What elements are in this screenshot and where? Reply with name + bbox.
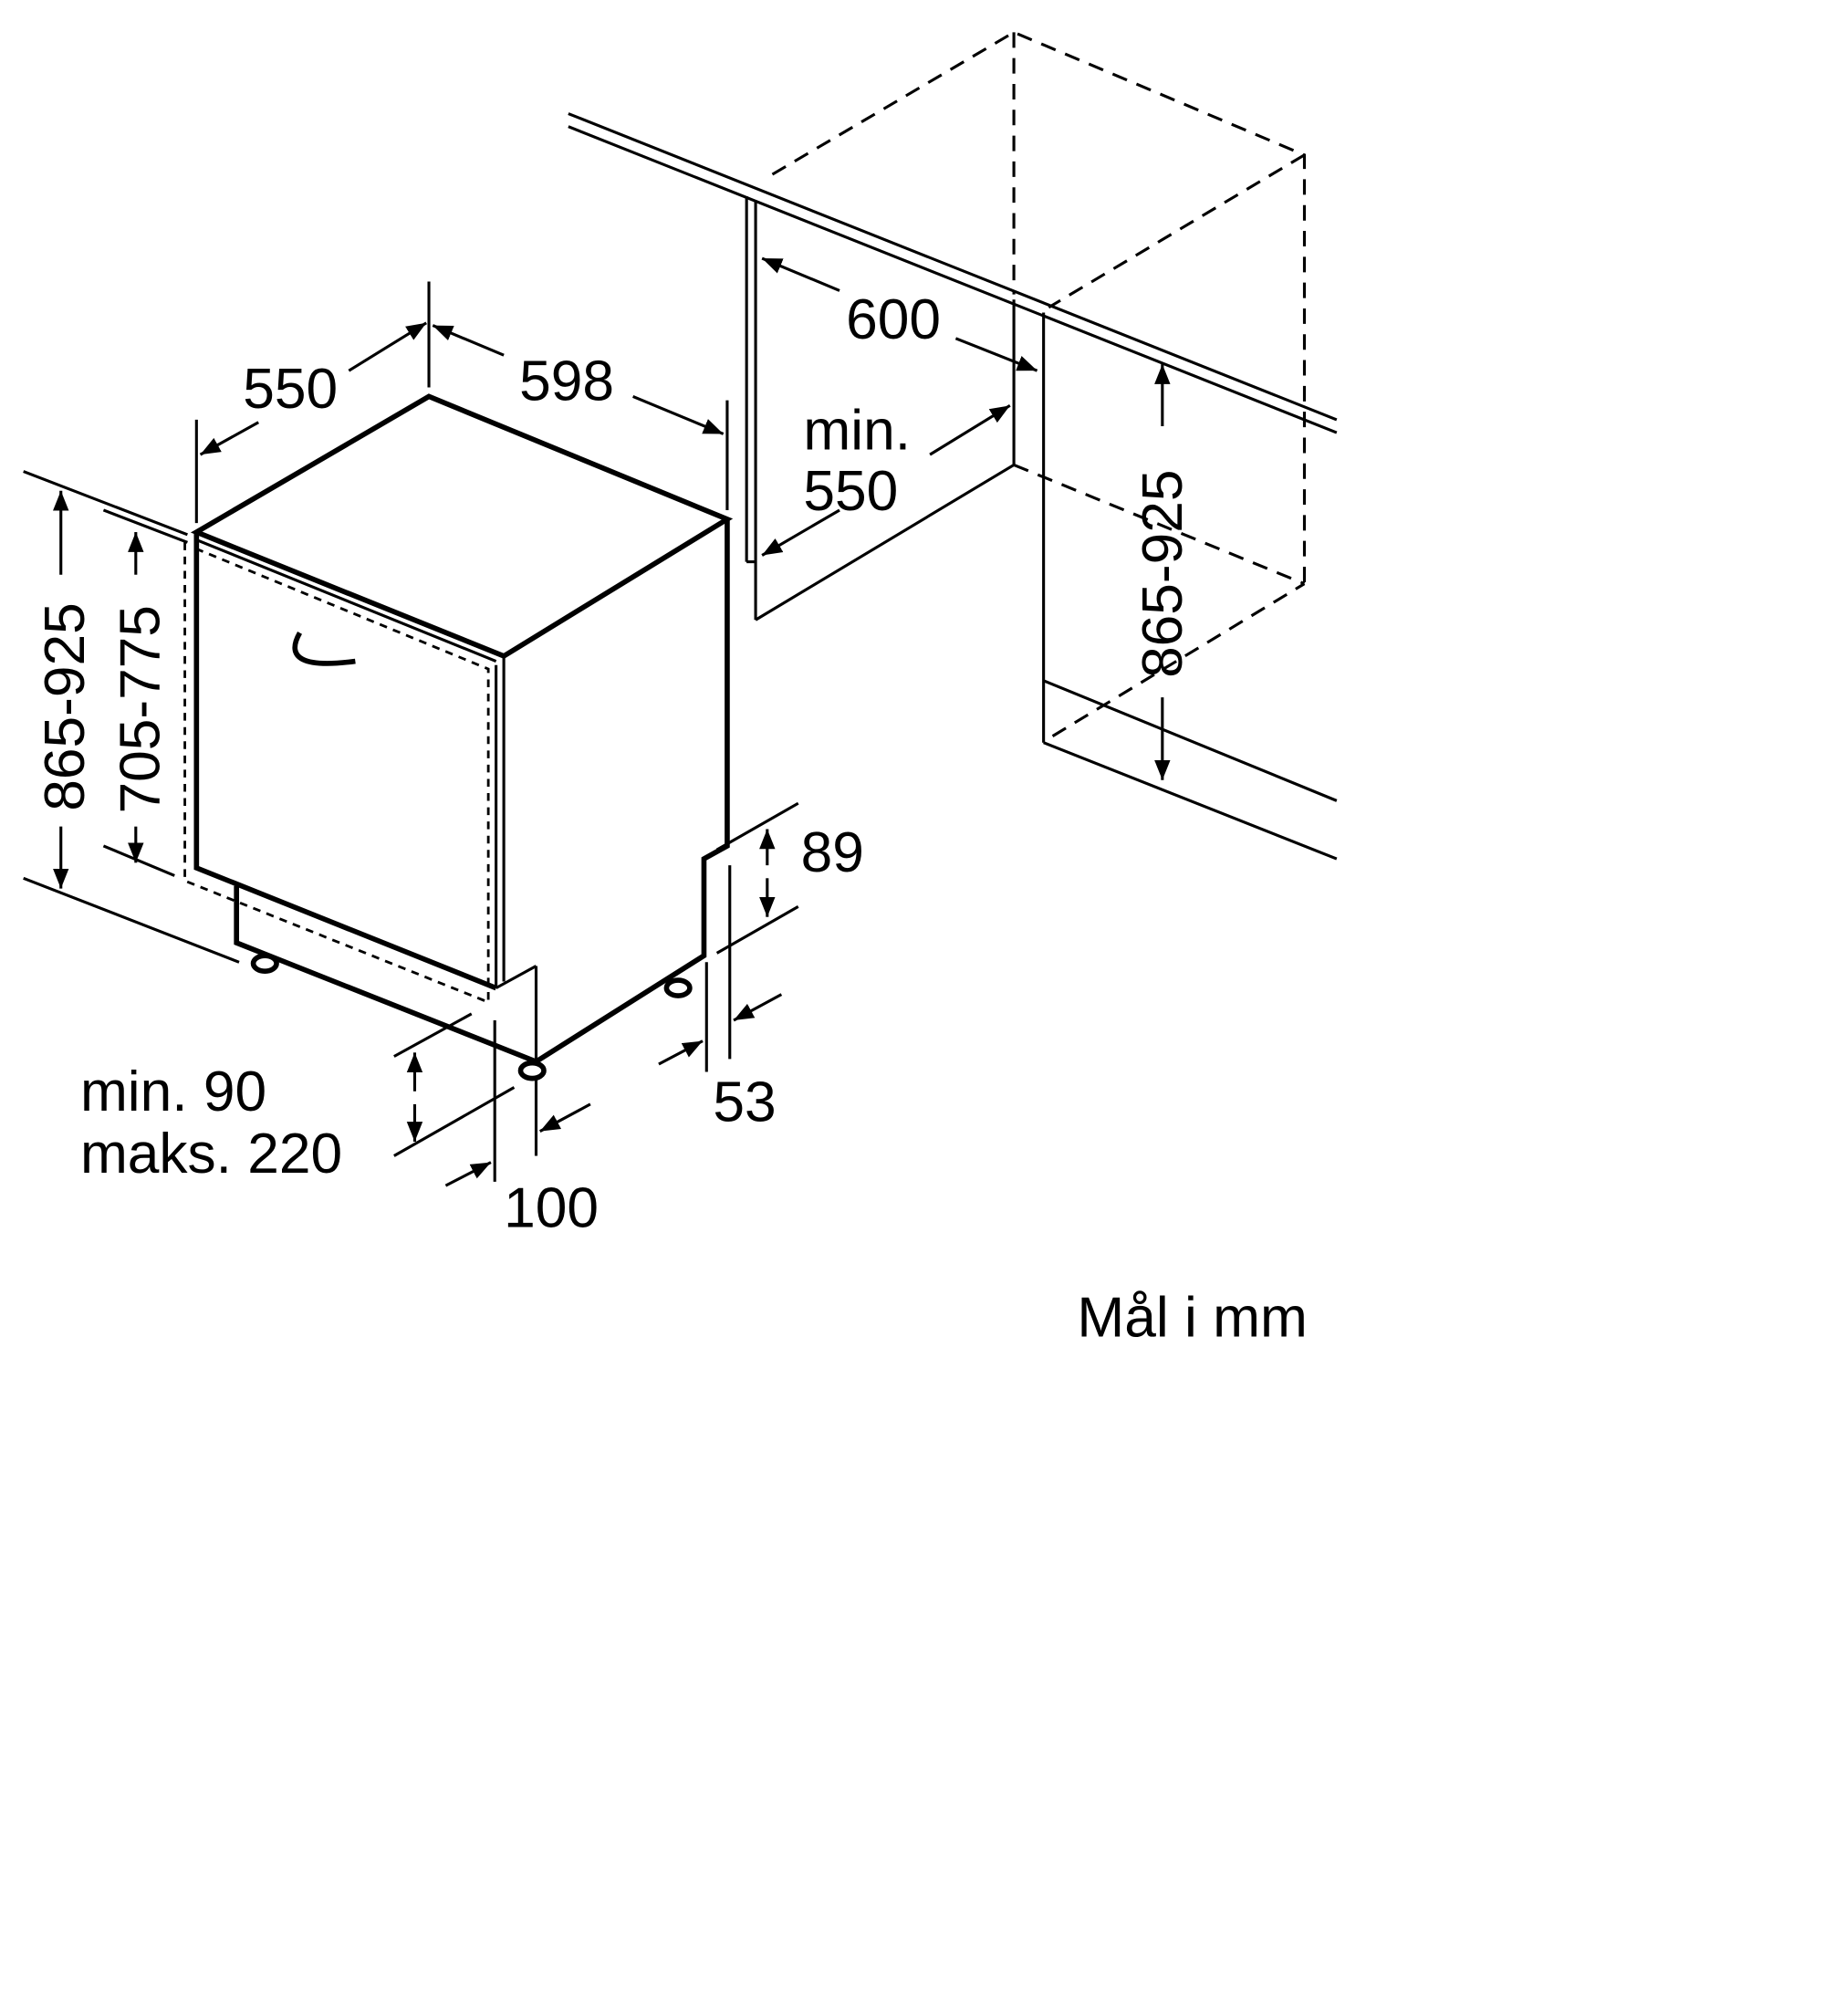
foot-icon bbox=[663, 977, 693, 998]
label-door-gap-min: min. 90 bbox=[80, 1060, 266, 1123]
dishwasher-appliance bbox=[183, 393, 734, 1081]
units-note: Mål i mm bbox=[1077, 1287, 1307, 1350]
label-depth: 550 bbox=[243, 358, 338, 421]
foot-icon bbox=[517, 1060, 547, 1081]
label-width: 598 bbox=[519, 350, 614, 413]
label-door-height: 705-775 bbox=[109, 605, 172, 813]
dimension-lines bbox=[23, 256, 1171, 1187]
label-niche-width: 600 bbox=[846, 288, 941, 351]
label-foot-offset: 100 bbox=[504, 1176, 599, 1239]
label-niche-depth-value: 550 bbox=[803, 460, 898, 523]
label-door-gap-max: maks. 220 bbox=[80, 1123, 342, 1186]
label-niche-depth-min: min. bbox=[803, 399, 911, 462]
foot-icon bbox=[250, 953, 279, 974]
label-plinth-depth: 53 bbox=[713, 1071, 776, 1133]
kitchen-niche bbox=[568, 30, 1338, 861]
label-appliance-height: 865-925 bbox=[34, 602, 97, 810]
label-niche-height: 865-925 bbox=[1132, 469, 1194, 677]
label-plinth-height: 89 bbox=[801, 821, 864, 884]
door-handle-icon bbox=[292, 632, 356, 666]
